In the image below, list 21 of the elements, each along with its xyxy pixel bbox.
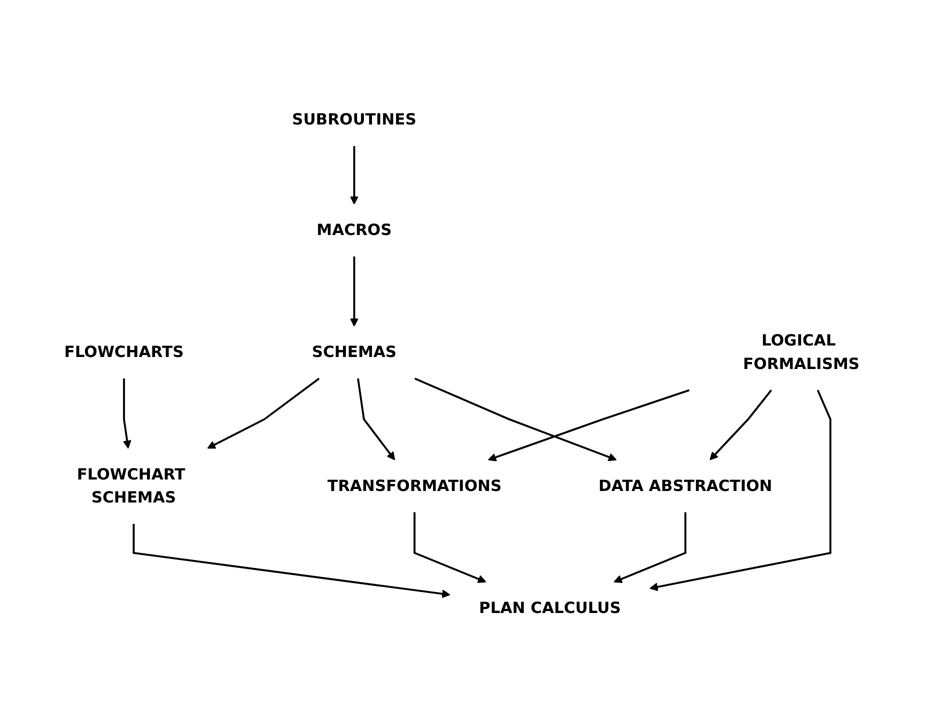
node-text: PLAN CALCULUS [479,598,621,617]
node-text: SCHEMAS [312,342,397,362]
node-text: DATA ABSTRACTION [598,476,772,495]
node-text: TRANSFORMATIONS [327,476,502,495]
arrow [414,378,617,462]
node-text: FLOWCHARTS [64,342,184,362]
node-text: SUBROUTINES [292,110,416,129]
node-text: FLOWCHART SCHEMAS [76,464,186,506]
arrow [132,524,450,598]
arrow [207,378,320,449]
arrow [414,512,486,583]
arrow [488,389,690,462]
arrow [357,378,396,460]
arrow [122,378,132,449]
arrow [614,512,686,583]
node-text: LOGICAL FORMALISMS [743,331,860,373]
arrow [350,146,358,205]
arrow [650,390,832,592]
node-text: MACROS [316,220,392,240]
arrow [350,256,358,327]
arrow [710,390,772,460]
